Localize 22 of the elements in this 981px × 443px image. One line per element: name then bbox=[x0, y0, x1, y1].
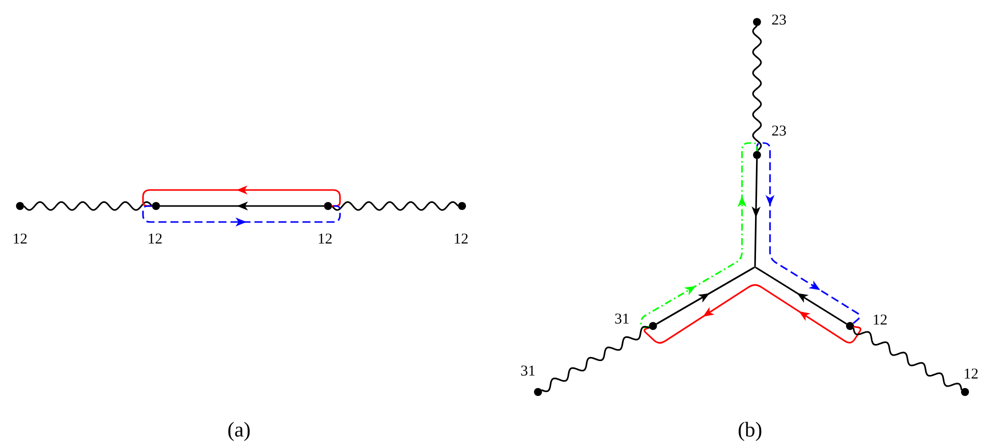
panel-caption: (a) bbox=[227, 420, 251, 440]
vertex-dot bbox=[961, 388, 969, 396]
vertex-dot bbox=[152, 202, 160, 210]
vertex-label: 12 bbox=[318, 232, 332, 248]
vertex-label: 12 bbox=[148, 232, 162, 248]
vertex-label: 31 bbox=[520, 364, 536, 380]
vertex-label: 23 bbox=[772, 124, 786, 140]
vertex-dot bbox=[753, 151, 761, 159]
vertex-dot bbox=[16, 202, 24, 210]
vertex-dot bbox=[534, 388, 542, 396]
vertex-label: 12 bbox=[454, 232, 468, 248]
vertex-dot bbox=[846, 322, 854, 330]
vertex-dot bbox=[458, 202, 466, 210]
panel-caption: (b) bbox=[738, 420, 762, 440]
vertex-dot bbox=[753, 18, 761, 26]
vertex-dot bbox=[324, 202, 332, 210]
vertex-label: 12 bbox=[964, 368, 978, 382]
vertex-dot bbox=[649, 322, 657, 330]
vertex-label: 12 bbox=[872, 314, 888, 328]
vertex-label: 23 bbox=[772, 14, 786, 28]
vertex-label: 12 bbox=[12, 232, 28, 248]
vertex-label: 31 bbox=[614, 312, 630, 328]
